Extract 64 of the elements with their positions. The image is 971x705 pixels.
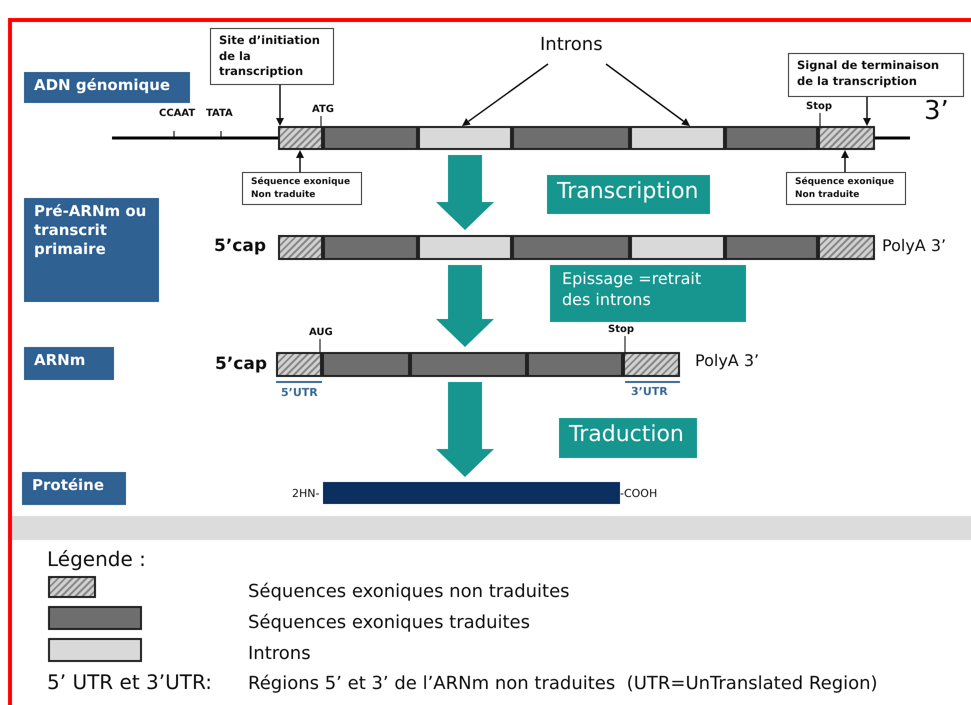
legend-text: Introns: [248, 643, 311, 664]
arrow: [276, 84, 284, 126]
legend-text: Séquences exoniques non traduites: [248, 581, 570, 602]
untranslated-exon-segment: [818, 235, 875, 260]
legend-text: Régions 5’ et 3’ de l’ARNm non traduites (UTR=UnTranslated Region): [248, 673, 878, 694]
exon-segment: [322, 352, 410, 377]
untranslated-exon-segment: [278, 235, 323, 260]
end-label: -COOH: [620, 487, 658, 500]
row-label: ADN génomique: [24, 72, 190, 103]
intron-segment: [418, 235, 512, 260]
untranslated-exon-segment: [278, 126, 323, 150]
end-label: 2HN-: [292, 487, 320, 500]
exon-segment: [512, 235, 630, 260]
legend-term: 5’ UTR et 3’UTR:: [47, 670, 212, 694]
untranslated-exon-segment: [623, 352, 680, 377]
intron-label: Introns: [540, 34, 614, 64]
position-tick: [624, 336, 626, 352]
step-label: Epissage =retrait des introns: [550, 265, 746, 322]
exon-segment: [527, 352, 623, 377]
row-label: Protéine: [22, 472, 126, 505]
untranslated-exon-segment: [818, 126, 875, 150]
process-arrow: [436, 155, 494, 230]
arrow: [606, 63, 690, 126]
exon-segment: [410, 352, 527, 377]
position-tick: [320, 116, 322, 126]
intron-segment: [418, 126, 512, 150]
protein-bar: [323, 482, 620, 504]
process-arrow: [436, 382, 494, 477]
arrow: [863, 97, 871, 126]
row-label: ARNm: [24, 347, 114, 380]
callout-box: Signal de terminaison de la transcription: [788, 53, 964, 97]
exon-segment: [725, 235, 818, 260]
intron-segment: [630, 126, 725, 150]
callout-box: Séquence exonique Non traduite: [242, 172, 362, 206]
utr-label: 5’UTR: [281, 386, 318, 399]
codon-label: AUG: [309, 327, 337, 339]
legend-title: Légende :: [47, 547, 146, 571]
step-label: Traduction: [559, 418, 697, 458]
process-arrow: [436, 265, 494, 347]
end-label: 3’: [924, 96, 949, 126]
end-label: PolyA 3’: [695, 351, 760, 370]
untranslated-exon-segment: [276, 352, 322, 377]
callout-box: Site d’initiation de la transcription: [210, 28, 334, 85]
step-label: Transcription: [547, 175, 710, 214]
site-label: CCAAT: [159, 108, 196, 119]
codon-label: Stop: [806, 101, 834, 113]
exon-segment: [323, 235, 418, 260]
arrow: [841, 150, 849, 172]
end-label: 5’cap: [215, 354, 268, 374]
exon-segment: [323, 126, 418, 150]
exon-segment: [725, 126, 818, 150]
utr-label: 3’UTR: [631, 385, 668, 398]
end-label: 5’cap: [214, 236, 266, 256]
intron-segment: [630, 235, 725, 260]
site-label: TATA: [206, 108, 233, 119]
arrow: [296, 150, 304, 172]
row-label: Pré-ARNm ou transcrit primaire: [24, 198, 159, 302]
legend-text: Séquences exoniques traduites: [248, 612, 530, 633]
end-label: PolyA 3’: [882, 236, 946, 255]
exon-segment: [512, 126, 630, 150]
callout-box: Séquence exonique Non traduite: [786, 172, 906, 206]
arrow: [462, 63, 548, 126]
codon-label: ATG: [312, 104, 338, 116]
codon-label: Stop: [608, 324, 636, 336]
